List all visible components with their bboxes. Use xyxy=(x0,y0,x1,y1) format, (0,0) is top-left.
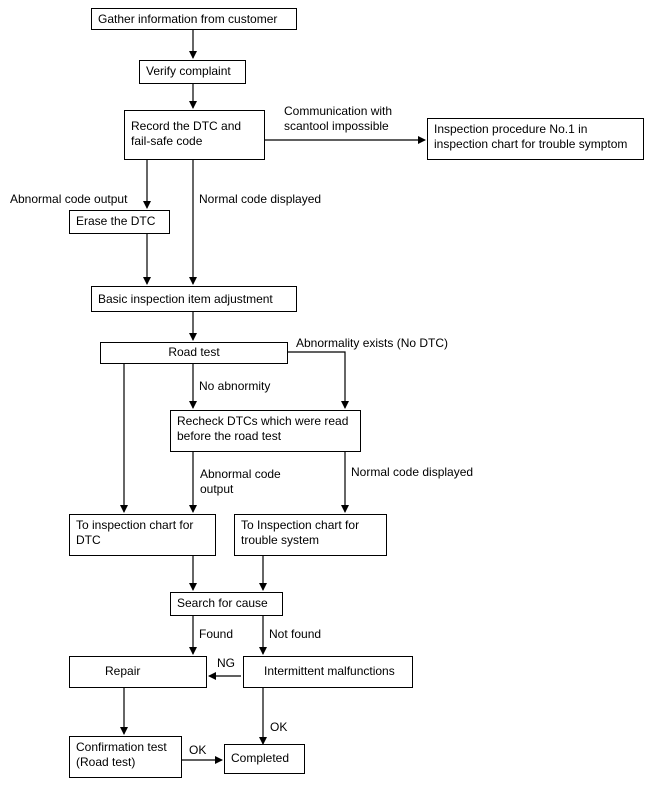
node-verify-complaint: Verify complaint xyxy=(139,60,246,84)
node-gather-information: Gather information from customer xyxy=(91,8,297,30)
label-ok-confirmation: OK xyxy=(189,743,207,757)
node-chart-for-dtc: To inspection chart for DTC xyxy=(69,514,216,556)
node-completed: Completed xyxy=(224,744,305,774)
node-intermittent-malfunctions: Intermittent malfunctions xyxy=(243,656,413,688)
node-inspection-procedure-no1: Inspection procedure No.1 in inspection … xyxy=(427,118,644,160)
node-repair: Repair xyxy=(69,656,207,688)
node-chart-for-trouble-system: To Inspection chart for trouble system xyxy=(234,514,387,556)
label-not-found: Not found xyxy=(269,627,322,641)
label-ng: NG xyxy=(217,656,235,670)
label-communication-impossible: Communication with scantool impossible xyxy=(284,104,393,133)
node-record-dtc: Record the DTC and fail-safe code xyxy=(124,110,265,160)
node-recheck-dtcs: Recheck DTCs which were read before the … xyxy=(170,410,361,452)
node-search-for-cause: Search for cause xyxy=(170,592,283,616)
node-erase-dtc: Erase the DTC xyxy=(69,210,170,234)
label-ok-intermittent: OK xyxy=(270,720,288,734)
label-found: Found xyxy=(199,627,234,641)
label-abnormal-code-output: Abnormal code output xyxy=(10,192,128,206)
label-normal-code-displayed: Normal code displayed xyxy=(199,192,322,206)
label-normal-code-displayed-2: Normal code displayed xyxy=(351,465,474,479)
node-road-test: Road test xyxy=(100,342,288,364)
arrow-road-test-to-recheck-abnormality xyxy=(288,351,349,409)
label-abnormality-exists: Abnormality exists (No DTC) xyxy=(296,336,449,350)
label-abnormal-code-output-2: Abnormal code output xyxy=(200,467,281,496)
node-basic-inspection: Basic inspection item adjustment xyxy=(91,286,297,312)
label-no-abnormity: No abnormity xyxy=(199,379,271,393)
node-confirmation-test: Confirmation test (Road test) xyxy=(69,736,182,778)
